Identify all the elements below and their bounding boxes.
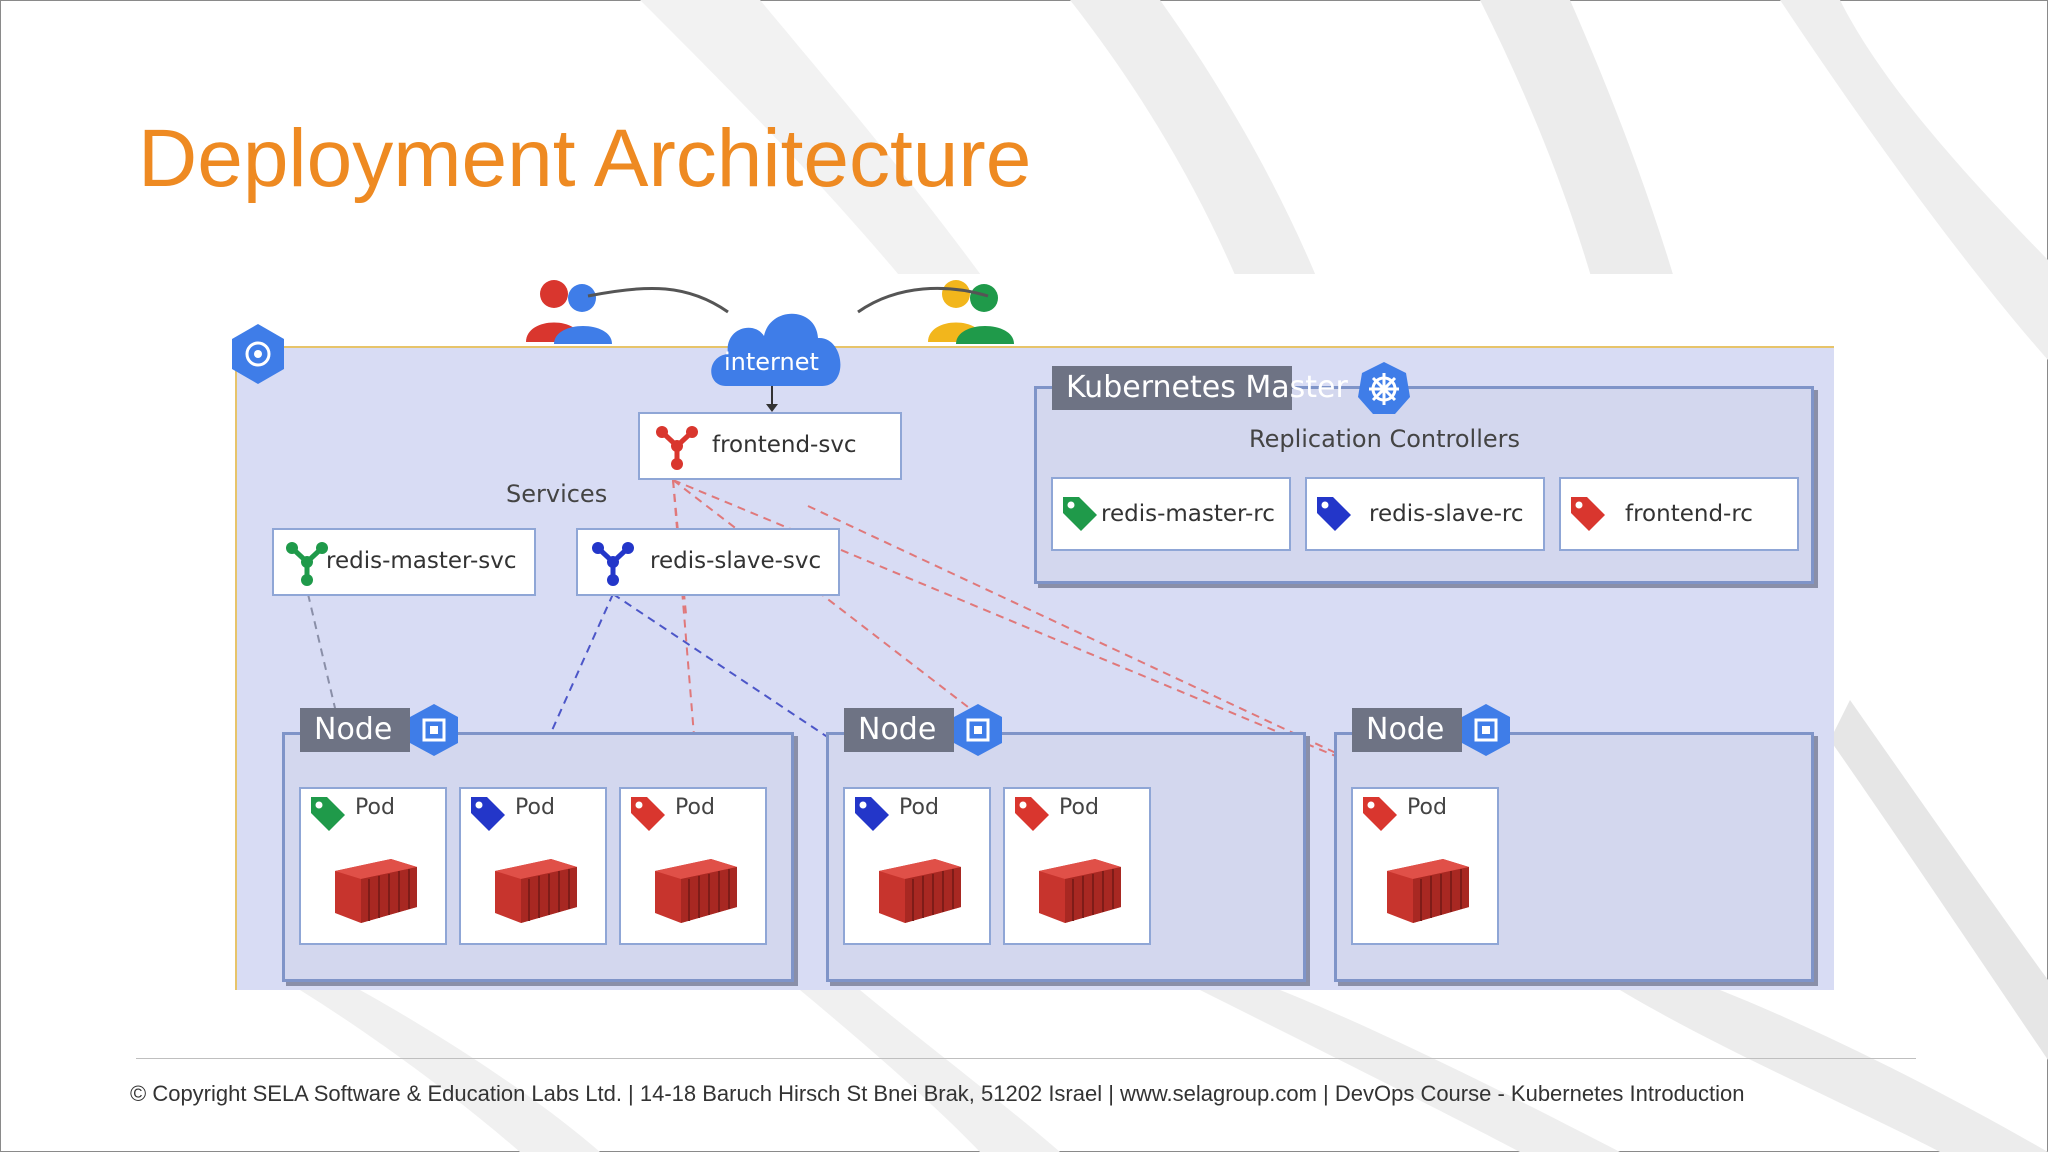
container-icon — [1387, 859, 1469, 923]
blue-tag-icon — [1317, 497, 1351, 531]
footer-divider — [136, 1058, 1916, 1059]
node-title-1: Node — [300, 708, 410, 752]
redis-master-svc-icon — [286, 542, 328, 586]
blue-tag-icon — [855, 797, 889, 831]
rc-label-redis-master: redis-master-rc — [1101, 501, 1275, 527]
frontend-svc-icon — [656, 426, 698, 470]
green-tag-icon — [1063, 497, 1097, 531]
users-left-icon — [526, 280, 612, 344]
pod-label: Pod — [355, 795, 395, 820]
node-title-3: Node — [1352, 708, 1462, 752]
pod-card: Pod — [459, 787, 607, 945]
frontend-svc-box: frontend-svc — [638, 412, 902, 480]
pod-label: Pod — [675, 795, 715, 820]
pod-card: Pod — [1351, 787, 1499, 945]
node-chip-icon — [1462, 704, 1510, 756]
pod-label: Pod — [899, 795, 939, 820]
internet-label: internet — [724, 348, 819, 376]
container-icon — [335, 859, 417, 923]
rc-box-redis-slave: redis-slave-rc — [1305, 477, 1545, 551]
redis-slave-svc-icon — [592, 542, 634, 586]
pod-card: Pod — [299, 787, 447, 945]
container-icon — [879, 859, 961, 923]
kubernetes-helm-icon — [1358, 362, 1410, 414]
architecture-diagram: internet frontend-svc Services redis-mas… — [208, 274, 1834, 990]
red-tag-icon — [631, 797, 665, 831]
red-tag-icon — [1571, 497, 1605, 531]
rc-label-frontend: frontend-rc — [1625, 501, 1753, 527]
pod-label: Pod — [1059, 795, 1099, 820]
node-chip-icon — [410, 704, 458, 756]
node-chip-icon — [954, 704, 1002, 756]
kubernetes-master-panel: Replication Controllers redis-master-rc … — [1034, 386, 1814, 584]
redis-master-svc-label: redis-master-svc — [326, 548, 517, 574]
container-icon — [1039, 859, 1121, 923]
redis-slave-svc-box: redis-slave-svc — [576, 528, 840, 596]
redis-master-svc-box: redis-master-svc — [272, 528, 536, 596]
node-panel-1: Pod Pod — [282, 732, 794, 982]
red-tag-icon — [1015, 797, 1049, 831]
node-panel-2: Pod Pod — [826, 732, 1306, 982]
rc-box-frontend: frontend-rc — [1559, 477, 1799, 551]
replication-controllers-label: Replication Controllers — [1249, 425, 1520, 453]
rc-box-redis-master: redis-master-rc — [1051, 477, 1291, 551]
cluster-hexagon-icon — [232, 324, 284, 384]
slide-title: Deployment Architecture — [138, 113, 1032, 204]
container-icon — [495, 859, 577, 923]
pod-label: Pod — [515, 795, 555, 820]
pod-card: Pod — [619, 787, 767, 945]
users-right-icon — [928, 280, 1014, 344]
pod-card: Pod — [1003, 787, 1151, 945]
footer-text: © Copyright SELA Software & Education La… — [130, 1081, 1745, 1106]
redis-slave-svc-label: redis-slave-svc — [650, 548, 822, 574]
services-label: Services — [506, 480, 608, 508]
pod-card: Pod — [843, 787, 991, 945]
kubernetes-master-title: Kubernetes Master — [1052, 366, 1348, 410]
internet-cloud-icon — [711, 313, 841, 386]
frontend-svc-label: frontend-svc — [712, 432, 857, 458]
red-tag-icon — [1363, 797, 1397, 831]
blue-tag-icon — [471, 797, 505, 831]
container-icon — [655, 859, 737, 923]
node-title-2: Node — [844, 708, 954, 752]
rc-label-redis-slave: redis-slave-rc — [1369, 501, 1524, 527]
green-tag-icon — [311, 797, 345, 831]
pod-label: Pod — [1407, 795, 1447, 820]
node-panel-3: Pod — [1334, 732, 1814, 982]
